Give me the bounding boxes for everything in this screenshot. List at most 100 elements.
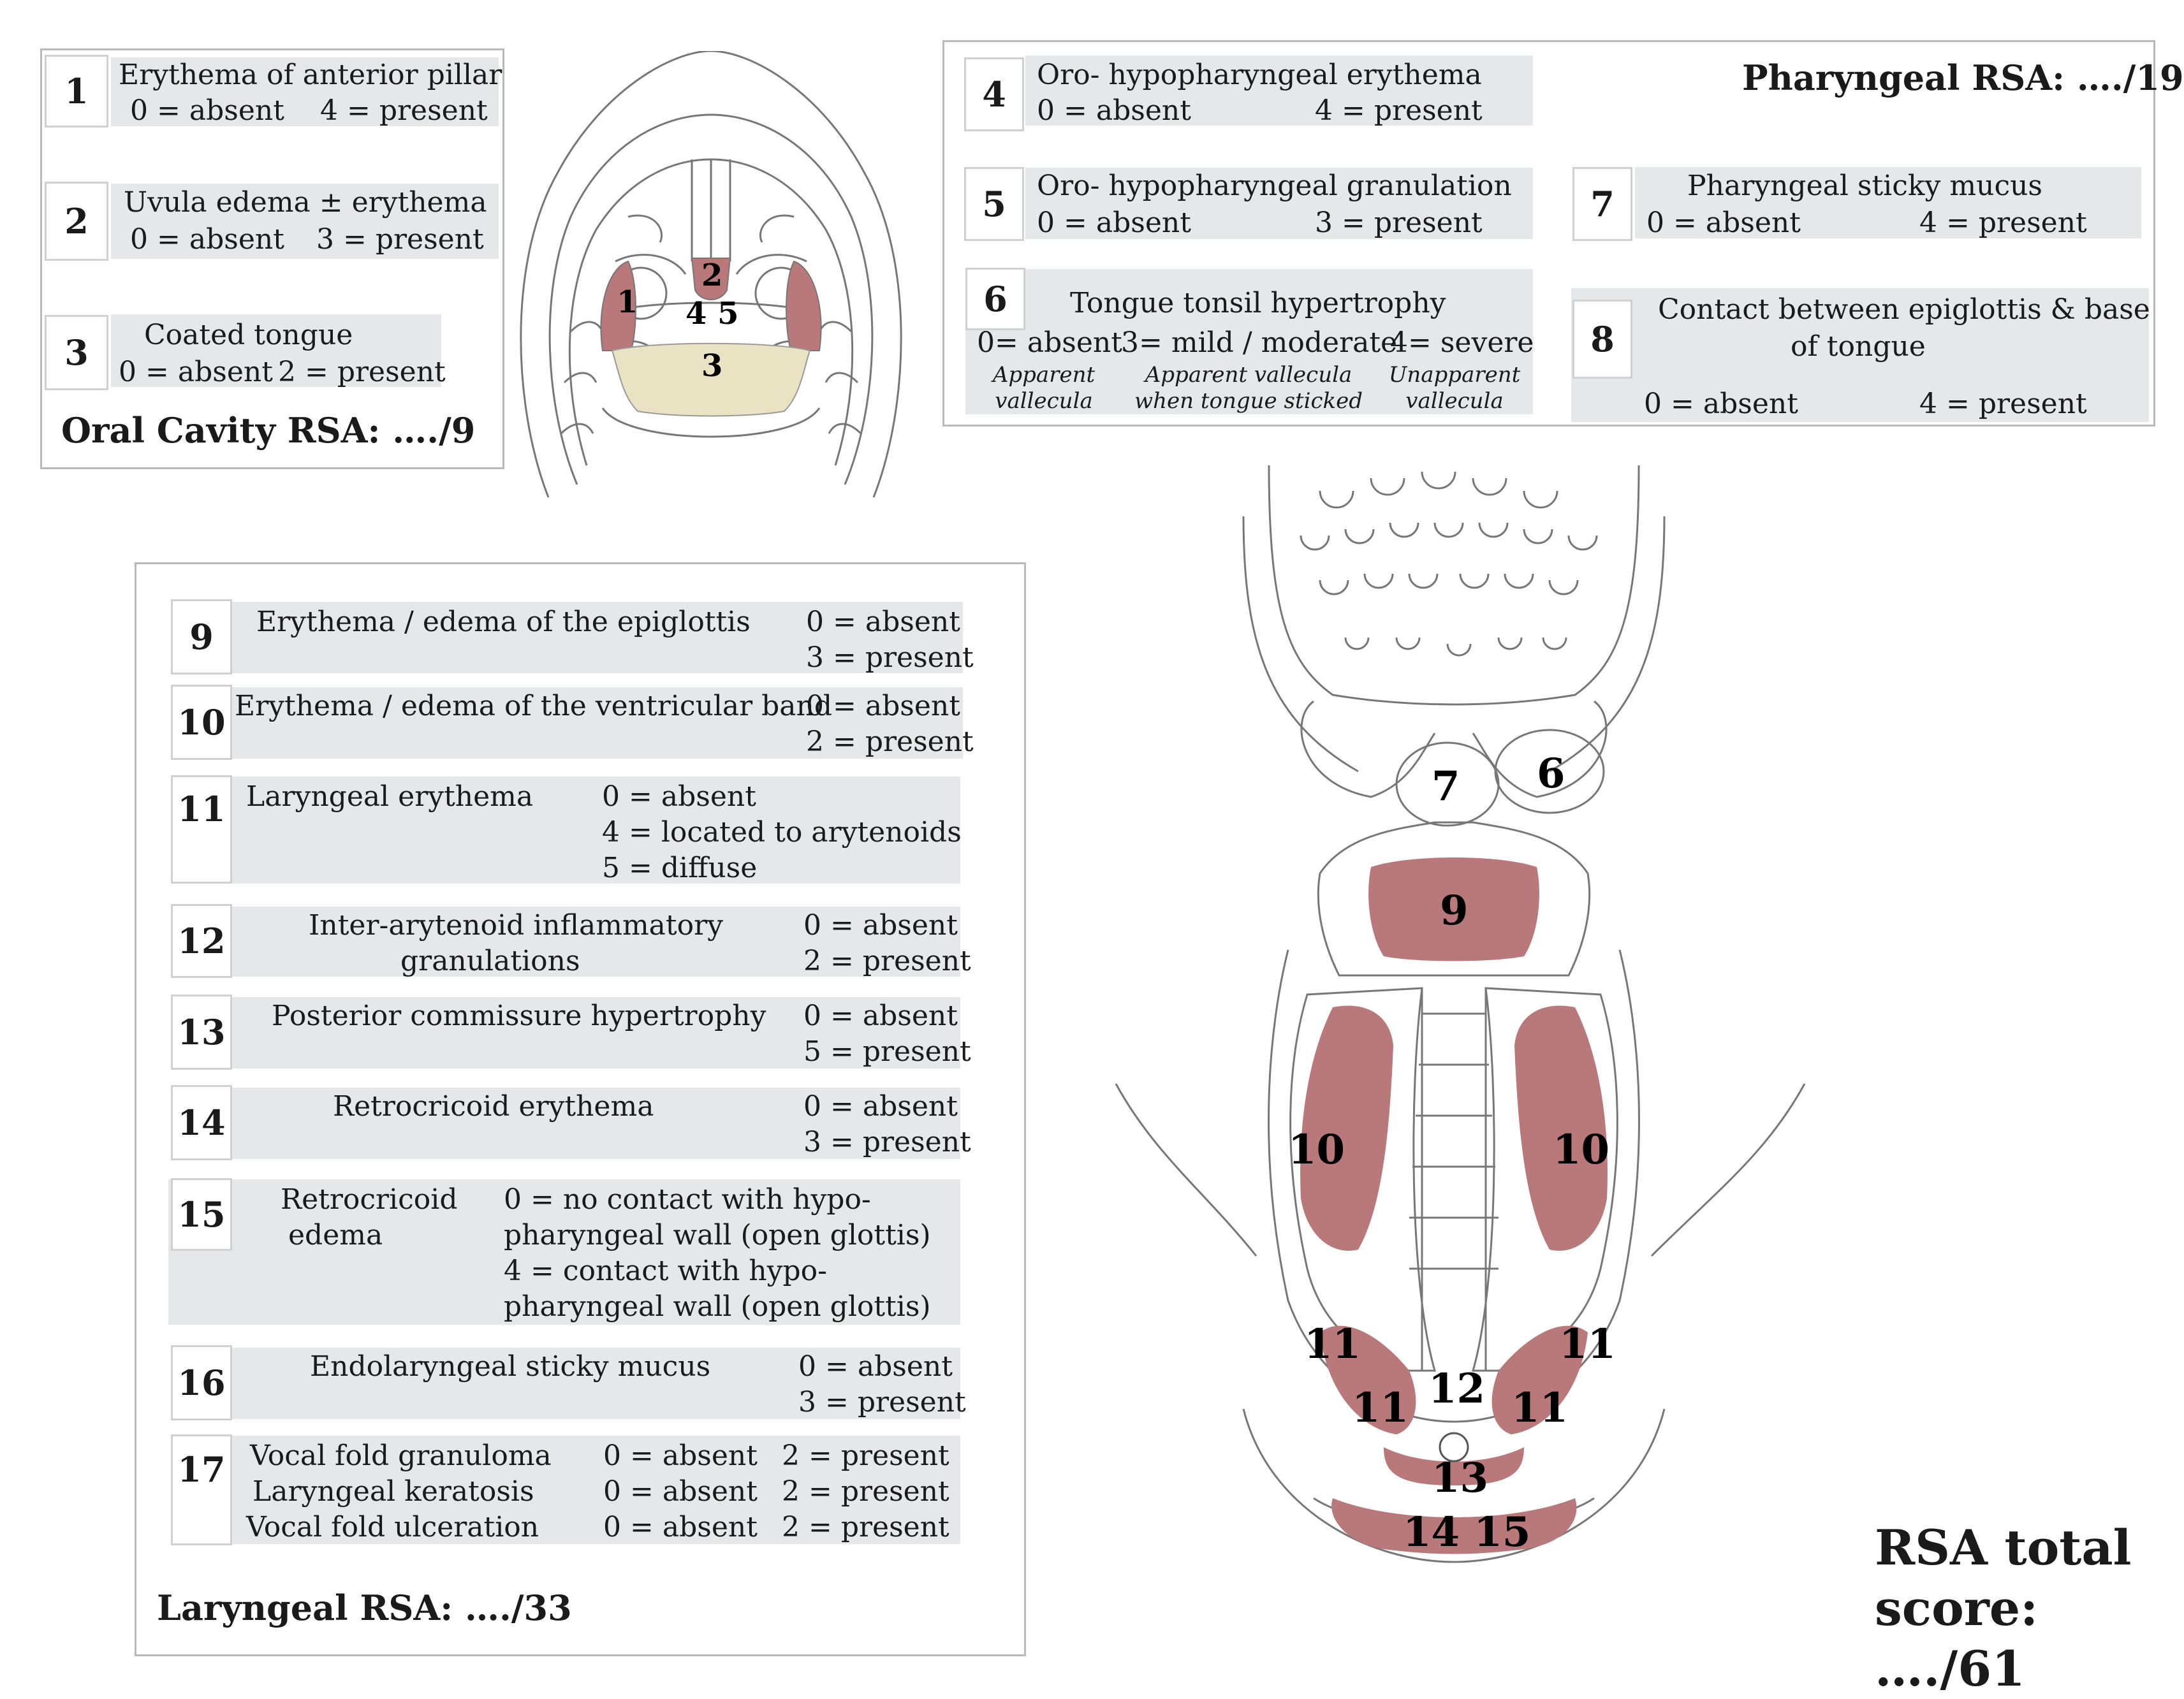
larynx-label-9: 9: [1440, 887, 1469, 935]
larynx-label-11-lower-right: 11: [1511, 1384, 1568, 1432]
item-17-granuloma-label: Vocal fold granuloma: [250, 1440, 552, 1472]
mouth-illustration: 1 2 4 5 3: [520, 51, 902, 498]
item-17-keratosis-absent: 0 = absent: [603, 1475, 758, 1508]
lesion-posterior-commissure: [1384, 1447, 1524, 1485]
item-9-row: [231, 602, 963, 673]
item-6-score-mild-moderate: 3= mild / moderate: [1121, 326, 1398, 359]
rsa-total-line1: RSA total: [1875, 1519, 2132, 1576]
item-12-label-line2: granulations: [400, 945, 580, 977]
larynx-label-11-upper-right: 11: [1559, 1320, 1616, 1368]
item-6-label: Tongue tonsil hypertrophy: [1070, 287, 1446, 319]
larynx-label-7: 7: [1432, 762, 1460, 810]
mouth-label-4-5: 4 5: [685, 296, 739, 332]
item-3-row: [111, 314, 441, 387]
item-14-label: Retrocricoid erythema: [333, 1090, 654, 1123]
pharyngeal-total: Pharyngeal RSA: …./19: [1742, 57, 2184, 98]
inter-arytenoid-granulation-marker: [1439, 1432, 1469, 1462]
item-17-keratosis-present: 2 = present: [782, 1475, 949, 1508]
larynx-illustration: 7 6 9 10 10 11 11 11 11 12 13 14 15: [1115, 465, 1806, 1563]
item-6-score-absent: 0= absent: [977, 326, 1122, 359]
item-number-2: 2: [45, 182, 108, 261]
item-7-row: [1635, 167, 2141, 238]
item-6-note-mild-moderate: Apparent vallecula when tongue sticked: [1134, 362, 1363, 414]
item-number-4: 4: [964, 57, 1024, 131]
item-17-ulceration-label: Vocal fold ulceration: [246, 1511, 539, 1543]
item-7-label: Pharyngeal sticky mucus: [1687, 170, 2043, 202]
item-13-score-present: 5 = present: [803, 1035, 971, 1068]
item-15-row: [168, 1179, 960, 1325]
item-number-9: 9: [171, 599, 232, 674]
item-10-score-present: 2 = present: [806, 726, 974, 758]
item-2-score-present: 3 = present: [316, 223, 484, 256]
item-8-row: [1571, 288, 2149, 422]
item-5-row: [1025, 168, 1533, 239]
item-12-row: [231, 907, 960, 977]
item-13-label: Posterior commissure hypertrophy: [272, 1000, 766, 1032]
item-10-row: [231, 687, 963, 759]
lesion-arytenoid-left: [1320, 1325, 1416, 1434]
item-8-label-line1: Contact between epiglottis & base: [1658, 293, 2150, 326]
item-1-row: [111, 57, 499, 126]
item-17-ulceration-present: 2 = present: [782, 1511, 949, 1543]
item-number-3: 3: [45, 315, 108, 390]
item-number-15: 15: [171, 1178, 232, 1251]
item-16-score-present: 3 = present: [798, 1386, 966, 1418]
larynx-label-12: 12: [1428, 1365, 1485, 1413]
item-number-1: 1: [45, 55, 108, 128]
item-15-score-contact-line2: pharyngeal wall (open glottis): [504, 1290, 931, 1323]
lesion-epiglottis: [1368, 857, 1539, 961]
item-6-note-absent: Apparent vallecula: [992, 362, 1096, 414]
item-17-row: [231, 1436, 960, 1544]
item-1-score-present: 4 = present: [320, 94, 488, 127]
item-5-score-present: 3 = present: [1315, 207, 1483, 239]
item-2-score-absent: 0 = absent: [130, 223, 284, 256]
item-4-score-absent: 0 = absent: [1037, 94, 1191, 127]
item-4-score-present: 4 = present: [1315, 94, 1483, 127]
item-14-score-present: 3 = present: [803, 1126, 971, 1158]
larynx-label-14-15: 14 15: [1403, 1508, 1530, 1556]
item-number-14: 14: [171, 1085, 232, 1160]
coated-tongue-area: [611, 342, 811, 417]
item-8-score-absent: 0 = absent: [1644, 388, 1798, 420]
item-17-granuloma-absent: 0 = absent: [603, 1440, 758, 1472]
item-2-row: [111, 184, 499, 259]
item-number-8: 8: [1572, 300, 1632, 379]
lesion-ventricular-band-right: [1514, 1005, 1608, 1251]
item-11-row: [171, 777, 960, 884]
item-9-score-absent: 0 = absent: [806, 606, 960, 638]
item-number-12: 12: [171, 904, 232, 978]
item-11-score-arytenoids: 4 = located to arytenoids: [602, 816, 962, 849]
larynx-label-10-right: 10: [1553, 1126, 1609, 1174]
mouth-label-3: 3: [701, 348, 722, 384]
lesion-arytenoid-right: [1491, 1325, 1588, 1434]
item-16-score-absent: 0 = absent: [798, 1350, 953, 1383]
item-12-label-line1: Inter-arytenoid inflammatory: [309, 909, 723, 942]
item-16-label: Endolaryngeal sticky mucus: [310, 1350, 711, 1383]
item-3-label: Coated tongue: [144, 319, 353, 351]
lesion-anterior-pillar-right: [786, 260, 822, 351]
item-6-row: [965, 269, 1533, 414]
mouth-label-2: 2: [701, 258, 722, 293]
item-2-label: Uvula edema ± erythema: [124, 186, 487, 219]
item-11-score-absent: 0 = absent: [602, 780, 756, 813]
item-number-13: 13: [171, 995, 232, 1070]
item-3-score-absent: 0 = absent: [119, 356, 273, 388]
larynx-label-10-left: 10: [1288, 1126, 1345, 1174]
item-9-label: Erythema / edema of the epiglottis: [256, 606, 751, 638]
item-3-score-present: 2 = present: [278, 356, 446, 388]
item-13-score-absent: 0 = absent: [803, 1000, 958, 1032]
item-7-score-present: 4 = present: [1919, 207, 2087, 239]
item-4-label: Oro- hypopharyngeal erythema: [1037, 59, 1482, 91]
item-17-granuloma-present: 2 = present: [782, 1440, 949, 1472]
item-6-note-severe: Unapparent vallecula: [1388, 362, 1521, 414]
item-5-score-absent: 0 = absent: [1037, 207, 1191, 239]
item-number-16: 16: [171, 1345, 232, 1420]
item-14-row: [231, 1088, 960, 1159]
item-15-score-no-contact-line1: 0 = no contact with hypo-: [504, 1183, 871, 1216]
rsa-total-line2: score: …./61: [1875, 1580, 2039, 1697]
item-9-score-present: 3 = present: [806, 641, 974, 674]
item-10-label: Erythema / edema of the ventricular band: [235, 690, 833, 722]
item-8-score-present: 4 = present: [1919, 388, 2087, 420]
item-8-label-line2: of tongue: [1791, 330, 1926, 363]
item-number-11: 11: [171, 775, 232, 884]
